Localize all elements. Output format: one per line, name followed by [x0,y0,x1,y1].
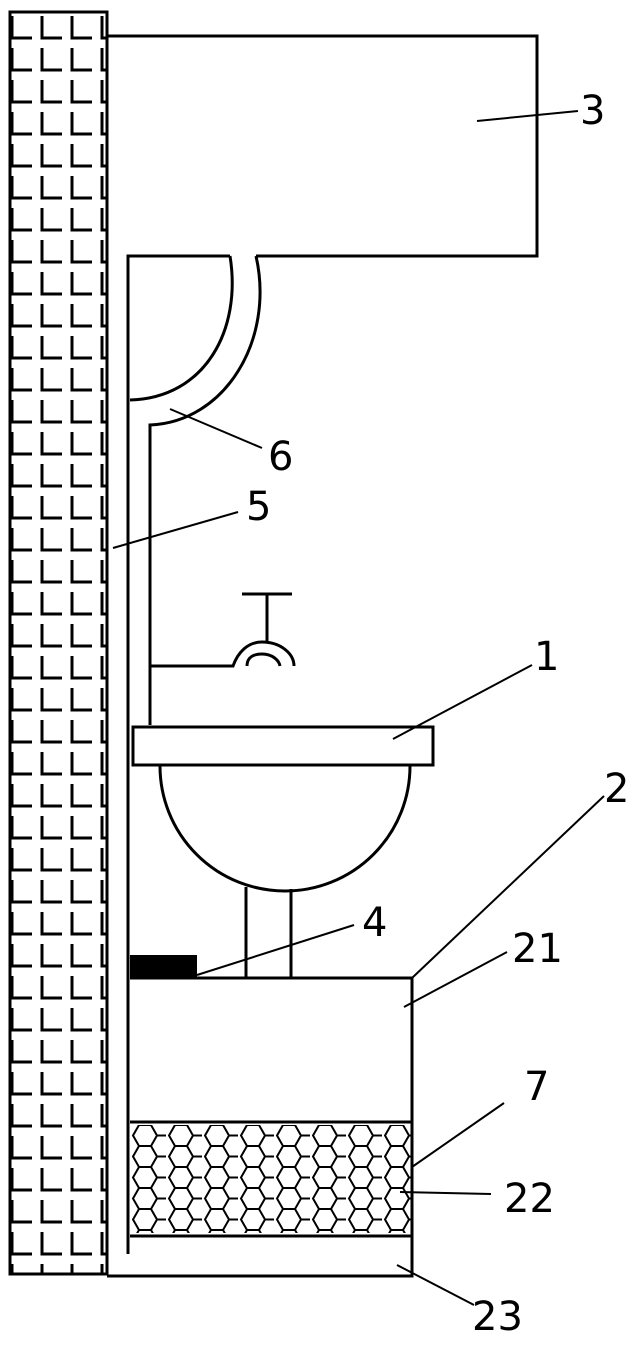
label-filter-chamber: 22 [504,1176,555,1222]
water-tank [107,34,539,258]
connector [130,955,197,978]
basin [131,725,435,893]
label-basin: 1 [534,634,559,680]
label-supply-pipe: 5 [246,484,271,530]
label-connector: 4 [362,900,387,946]
label-cabinet: 2 [604,766,629,812]
brick-wall [8,10,109,1276]
filter-media [130,1125,412,1233]
label-filter-media: 7 [524,1064,549,1110]
label-water-tank: 3 [580,88,605,134]
drain-pipe [244,887,293,978]
label-upper-chamber: 21 [512,926,563,972]
leader-lines [112,110,605,1306]
faucet [242,592,292,642]
supply-pipe [126,254,296,1254]
label-inlet-bend: 6 [268,434,293,480]
label-bottom-chamber: 23 [472,1294,523,1340]
